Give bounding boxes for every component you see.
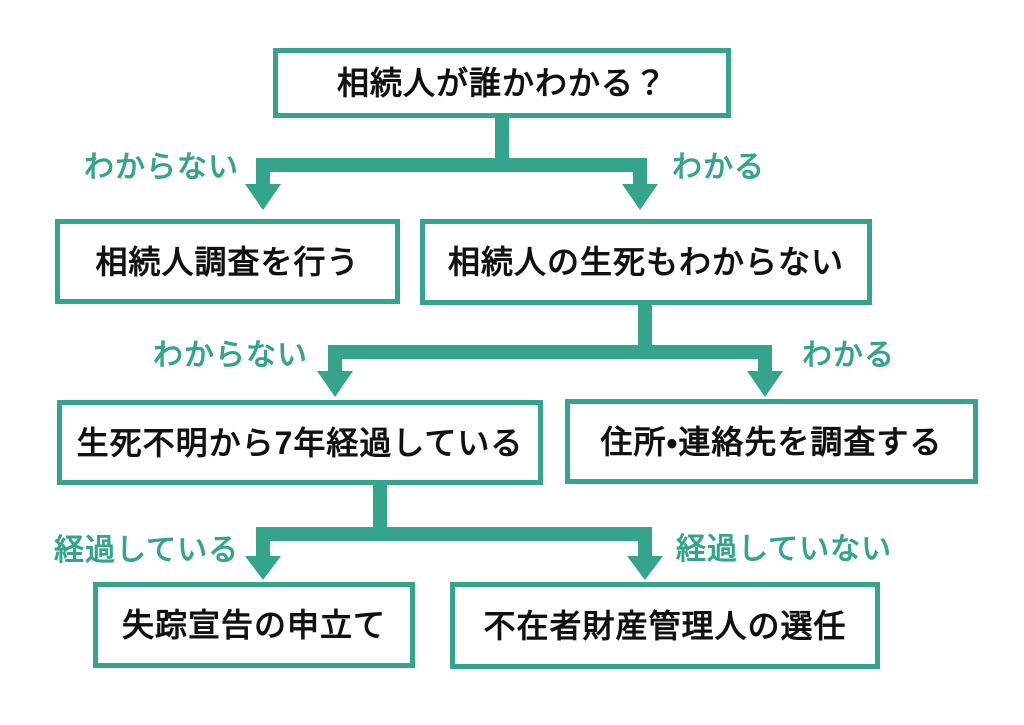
- branch-label-level2-left: わからない: [153, 339, 308, 372]
- branch-label-level1-left: わからない: [84, 151, 239, 184]
- connector-bar: [256, 158, 647, 172]
- connector-stem: [373, 483, 387, 541]
- connector-drop-left: [256, 527, 270, 558]
- node-investigate-address-contact: 住所・連絡先を調査する: [565, 399, 978, 484]
- node-appoint-absentee-manager: 不在者財産管理人の選任: [450, 582, 880, 669]
- node-petition-disappearance: 失踪宣告の申立て: [93, 582, 415, 668]
- arrow-down-icon: [245, 556, 281, 580]
- node-seven-years-passed: 生死不明から7年経過している: [57, 400, 543, 485]
- node-label: 相続人が誰かわかる？: [336, 65, 667, 101]
- branch-label-level3-right: 経過していない: [676, 533, 893, 566]
- node-investigate-heir: 相続人調査を行う: [55, 219, 400, 304]
- arrow-down-icon: [627, 556, 663, 580]
- connector-drop-right: [758, 345, 772, 373]
- connector-drop-right: [633, 158, 647, 186]
- connector-level2: [317, 303, 783, 397]
- node-question-know-heir: 相続人が誰かわかる？: [273, 48, 731, 118]
- arrow-down-icon: [747, 371, 783, 397]
- arrow-down-icon: [622, 184, 658, 210]
- arrow-down-icon: [245, 184, 281, 210]
- connector-bar: [328, 345, 772, 359]
- node-label: 不在者財産管理人の選任: [483, 607, 847, 644]
- node-label: 生死不明から7年経過している: [76, 424, 524, 461]
- connector-drop-left: [256, 158, 270, 186]
- node-label: 失踪宣告の申立て: [121, 607, 386, 643]
- connector-level1: [245, 116, 658, 210]
- node-heir-life-death-unknown: 相続人の生死もわからない: [420, 219, 872, 305]
- connector-drop-right: [638, 527, 652, 558]
- branch-label-level1-right: わかる: [672, 151, 765, 184]
- arrow-down-icon: [317, 371, 353, 397]
- node-label: 相続人調査を行う: [95, 243, 360, 280]
- connector-bar: [256, 527, 652, 541]
- connector-drop-left: [328, 345, 342, 373]
- branch-label-level3-left: 経過している: [54, 534, 240, 567]
- connector-level3: [245, 483, 663, 580]
- node-label: 住所・連絡先を調査する: [600, 423, 943, 460]
- branch-label-level2-right: わかる: [802, 339, 895, 372]
- node-label: 相続人の生死もわからない: [447, 244, 844, 280]
